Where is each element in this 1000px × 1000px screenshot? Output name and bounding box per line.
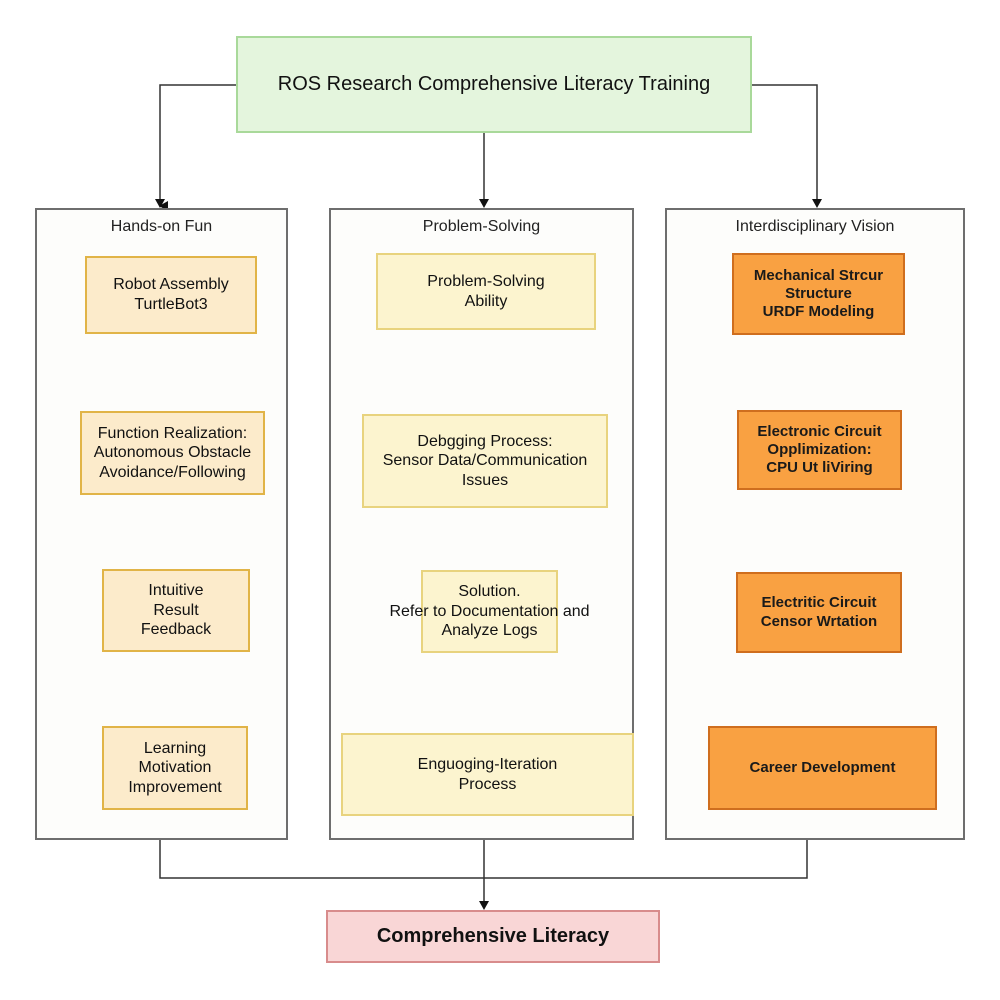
node-solution-text: Solution. Refer to Documentation and Ana… bbox=[389, 583, 590, 640]
arrowhead bbox=[155, 199, 165, 208]
node-solution: Solution. Refer to Documentation and Ana… bbox=[389, 570, 590, 653]
node-learning-motivation: Learning Motivation Improvement bbox=[102, 726, 248, 810]
node-career-development: Career Development bbox=[708, 726, 937, 810]
node-electric-circuit-sensor: Electritic Circuit Censor Wrtation bbox=[736, 572, 902, 653]
node-intuitive-feedback: Intuitive Result Feedback bbox=[102, 569, 250, 652]
column-title: Problem-Solving bbox=[422, 218, 541, 235]
column-title: Interdisciplinary Vision bbox=[735, 218, 895, 235]
arrowhead bbox=[479, 199, 489, 208]
arrow-top-to-hands-on bbox=[159, 84, 236, 211]
node-problem-solving-ability: Problem-Solving Ability bbox=[376, 253, 596, 330]
node-robot-assembly: Robot Assembly TurtleBot3 bbox=[85, 256, 257, 334]
node-electronic-circuit-optimization: Electronic Circuit Opplimization: CPU Ut… bbox=[737, 410, 902, 490]
column-title: Hands-on Fun bbox=[110, 218, 213, 235]
node-function-realization: Function Realization: Autonomous Obstacl… bbox=[80, 411, 265, 495]
node-iteration-process: Enguoging-Iteration Process bbox=[341, 733, 634, 816]
node-mechanical-structure: Mechanical Strcur Structure URDF Modelin… bbox=[732, 253, 905, 335]
arrowhead bbox=[479, 901, 489, 910]
node-debugging-process: Debgging Process: Sensor Data/Communicat… bbox=[362, 414, 608, 508]
root-node-title: ROS Research Comprehensive Literacy Trai… bbox=[236, 36, 752, 133]
arrowhead bbox=[812, 199, 822, 208]
result-node: Comprehensive Literacy bbox=[326, 910, 660, 963]
arrow-top-to-interdisciplinary bbox=[752, 84, 818, 206]
